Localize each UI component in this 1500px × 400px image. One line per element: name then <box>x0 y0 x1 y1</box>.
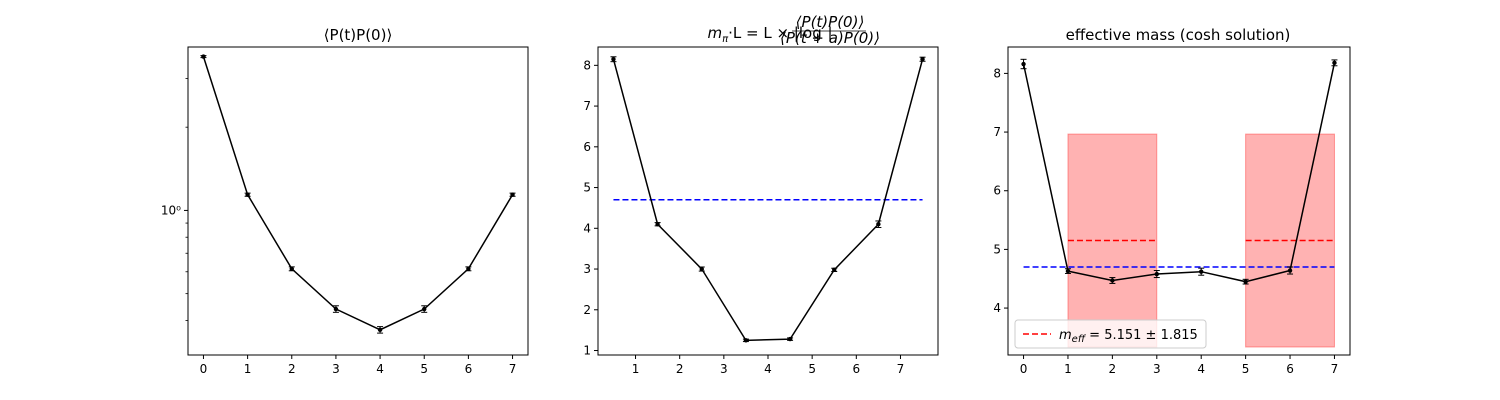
panel3-legend-label: meff = 5.151 ± 1.815 <box>1059 328 1198 345</box>
panel2-ytick-label-4: 5 <box>583 181 591 195</box>
panel1-point-1 <box>245 192 250 197</box>
panel1-axes: 0 1 2 3 4 5 6 7 10⁰ <box>161 46 529 376</box>
panel1-xtick-label-5: 5 <box>420 362 428 376</box>
panel3-xtick-label-4: 4 <box>1197 362 1205 376</box>
panel1-xtick-label-0: 0 <box>200 362 208 376</box>
panel2-point-4 <box>787 336 793 342</box>
panel2-point-3 <box>743 338 749 343</box>
panel3-title: effective mass (cosh solution) <box>1066 26 1291 44</box>
panel1-xtick-label-6: 6 <box>465 362 473 376</box>
panel2-point-2 <box>699 266 704 272</box>
panel3-series-line <box>1022 62 1336 283</box>
panel2-xtick-label-4: 5 <box>808 362 816 376</box>
panel2-title-lhs-sub: π <box>722 34 729 45</box>
panel2-ytick-label-7: 8 <box>583 58 591 72</box>
panel3-legend-box <box>1014 319 1207 349</box>
panel1-frame <box>187 46 529 356</box>
panel1-point-6 <box>466 266 471 272</box>
panel3-ytick-label-4: 8 <box>993 66 1001 80</box>
panel2-xtick-label-6: 7 <box>897 362 905 376</box>
panel3-point-3 <box>1154 271 1159 277</box>
panel2-point-6 <box>876 222 881 227</box>
panel2-title-denominator: ⟨P(t + a)P(0)⟩ <box>780 29 880 47</box>
panel2-xtick-label-3: 4 <box>764 362 772 376</box>
panel1-point-3 <box>333 306 339 312</box>
panel2-ytick-label-3: 4 <box>583 221 591 235</box>
panel3-ytick-label-3: 7 <box>993 125 1001 139</box>
panel3-ytick-label-0: 4 <box>993 301 1001 315</box>
panel2-point-1 <box>655 222 660 227</box>
panel2-point-7 <box>920 57 925 62</box>
panel3-point-0 <box>1021 61 1026 67</box>
panel3-xtick-label-2: 2 <box>1109 362 1117 376</box>
panel1-point-2 <box>289 266 294 272</box>
panel1-point-5 <box>422 306 427 312</box>
panel3-xtick-label-1: 1 <box>1064 362 1072 376</box>
panel3-legend-label-rest: = 5.151 ± 1.815 <box>1085 328 1198 343</box>
panel3-xtick-label-3: 3 <box>1153 362 1161 376</box>
panel3-xtick-label-7: 7 <box>1331 362 1339 376</box>
panel3-point-5 <box>1243 279 1248 284</box>
panel1-title: ⟨P(t)P(0)⟩ <box>324 26 393 44</box>
panel2-xtick-label-2: 3 <box>720 362 728 376</box>
panel3-point-7 <box>1332 60 1337 66</box>
panel2-title: mπ·L = L × |log | <box>707 22 832 45</box>
panel3-ytick-label-1: 5 <box>993 242 1001 256</box>
panel2-ytick-label-1: 2 <box>583 303 591 317</box>
panel3-point-2 <box>1110 278 1115 283</box>
panel3-point-6 <box>1287 268 1293 273</box>
panel2-ytick-label-6: 7 <box>583 99 591 113</box>
panel1-xtick-label-7: 7 <box>509 362 517 376</box>
panel2-ytick-label-5: 6 <box>583 140 591 154</box>
panel2-xtick-label-5: 6 <box>852 362 860 376</box>
panel3-ytick-label-2: 6 <box>993 184 1001 198</box>
panel2-ytick-label-2: 3 <box>583 262 591 276</box>
panel1-xtick-label-1: 1 <box>244 362 252 376</box>
panel3-legend-label-sub: eff <box>1072 334 1087 345</box>
panel2-title-mid: ·L = L × |log <box>728 24 822 42</box>
panel2-axes: 1 2 3 4 5 6 7 1 2 3 4 5 6 7 8 <box>583 46 939 376</box>
panel2-title-lhs: m <box>707 24 722 42</box>
panel3-xtick-label-0: 0 <box>1020 362 1028 376</box>
panel3-legend: meff = 5.151 ± 1.815 <box>1014 319 1207 349</box>
panel1-point-0 <box>201 54 206 59</box>
panel1-xtick-label-4: 4 <box>376 362 384 376</box>
panel1-point-4 <box>377 327 383 333</box>
panel1-xtick-label-2: 2 <box>288 362 296 376</box>
panel3-point-1 <box>1065 268 1071 274</box>
panel2-frame <box>597 46 939 356</box>
panel2-xtick-label-1: 2 <box>676 362 684 376</box>
panel2-point-0 <box>611 57 616 62</box>
panel2-point-5 <box>832 267 837 273</box>
panel3-xtick-label-6: 6 <box>1286 362 1294 376</box>
panel2-ytick-label-0: 1 <box>583 344 591 358</box>
panel2-title-end: | <box>827 24 832 42</box>
panel3-axes: 0 1 2 3 4 5 6 7 4 5 6 7 8 <box>993 46 1351 376</box>
panel3-frame <box>1007 46 1351 356</box>
panel2-xtick-label-0: 1 <box>632 362 640 376</box>
panel3-point-4 <box>1199 269 1204 274</box>
panel1-xtick-label-3: 3 <box>332 362 340 376</box>
panel1-point-7 <box>510 192 515 197</box>
panel2-series-line <box>612 59 924 342</box>
panel1-series-line <box>202 56 514 331</box>
panel3-xtick-label-5: 5 <box>1242 362 1250 376</box>
panel2-title-numerator: ⟨P(t)P(0)⟩ <box>796 13 865 31</box>
panel1-ytick-label-0: 10⁰ <box>161 203 181 217</box>
panel3-legend-label-m: m <box>1059 328 1072 343</box>
